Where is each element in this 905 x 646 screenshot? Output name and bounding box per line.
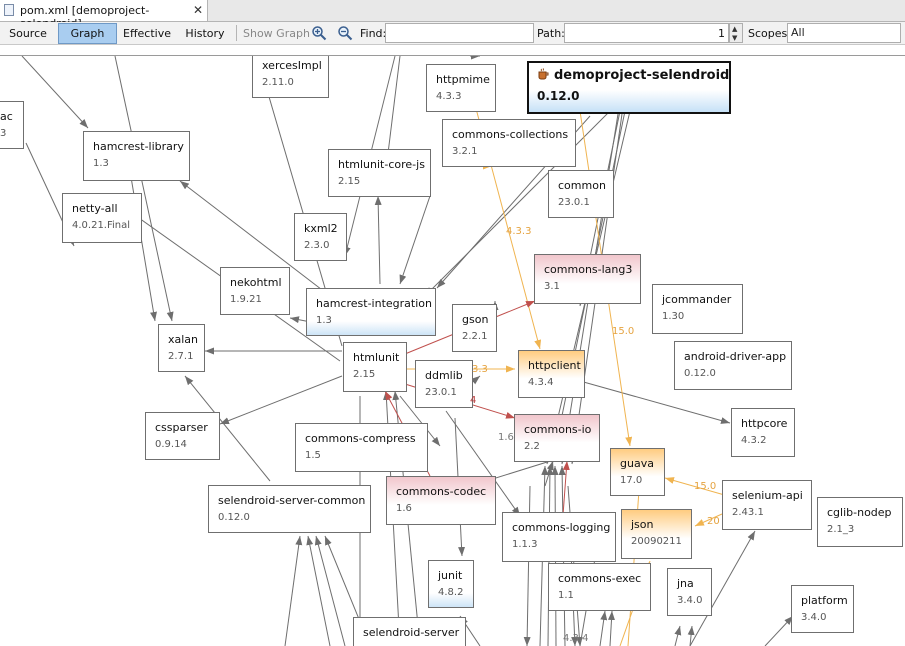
toolbar-separator (236, 25, 237, 41)
node-name: demoproject-selendroid (554, 68, 730, 83)
find-input[interactable] (385, 23, 534, 43)
node-selendroid-server[interactable]: selendroid-server (353, 617, 466, 646)
spinner-up-icon[interactable]: ▲ (732, 25, 738, 33)
edge-label: 4.3.4 (563, 633, 589, 644)
close-icon[interactable]: ✕ (193, 3, 204, 17)
graph-toolbar: Source Graph Effective History Show Grap… (0, 22, 905, 45)
edge-label: 3.3 (472, 364, 488, 375)
edge-label: 4.3.3 (506, 226, 532, 237)
find-label: Find: (360, 27, 387, 40)
xml-file-icon (4, 4, 14, 16)
maven-project-icon (538, 68, 549, 80)
editor-tab-bar: pom.xml [demoproject-selendroid] ✕ (0, 0, 905, 30)
edge-label: 15.0 (694, 481, 717, 492)
show-graph-button[interactable]: Show Graph (243, 27, 310, 40)
edge-label: 20 (707, 516, 720, 527)
path-spinner[interactable]: ▲ ▼ (729, 23, 743, 43)
tab-effective[interactable]: Effective (123, 27, 171, 40)
scopes-select[interactable]: All (787, 23, 901, 43)
path-input[interactable] (564, 23, 729, 43)
tab-graph[interactable]: Graph (58, 23, 117, 44)
edge-label: 15.0 (612, 326, 635, 337)
node-demoproject-selendroid[interactable]: demoproject-selendroid 0.12.0 (527, 61, 731, 114)
editor-tab[interactable]: pom.xml [demoproject-selendroid] ✕ (0, 0, 208, 30)
node-version: 0.12.0 (537, 89, 580, 103)
edge-label: 4 (470, 395, 477, 406)
zoom-out-icon[interactable] (337, 25, 353, 41)
scopes-label: Scopes: (748, 27, 791, 40)
edge-label: 1.6 (498, 432, 514, 443)
spinner-down-icon[interactable]: ▼ (732, 34, 738, 42)
tab-source[interactable]: Source (9, 27, 47, 40)
tab-history[interactable]: History (185, 27, 225, 40)
zoom-in-icon[interactable] (311, 25, 327, 41)
path-label: Path: (537, 27, 565, 40)
